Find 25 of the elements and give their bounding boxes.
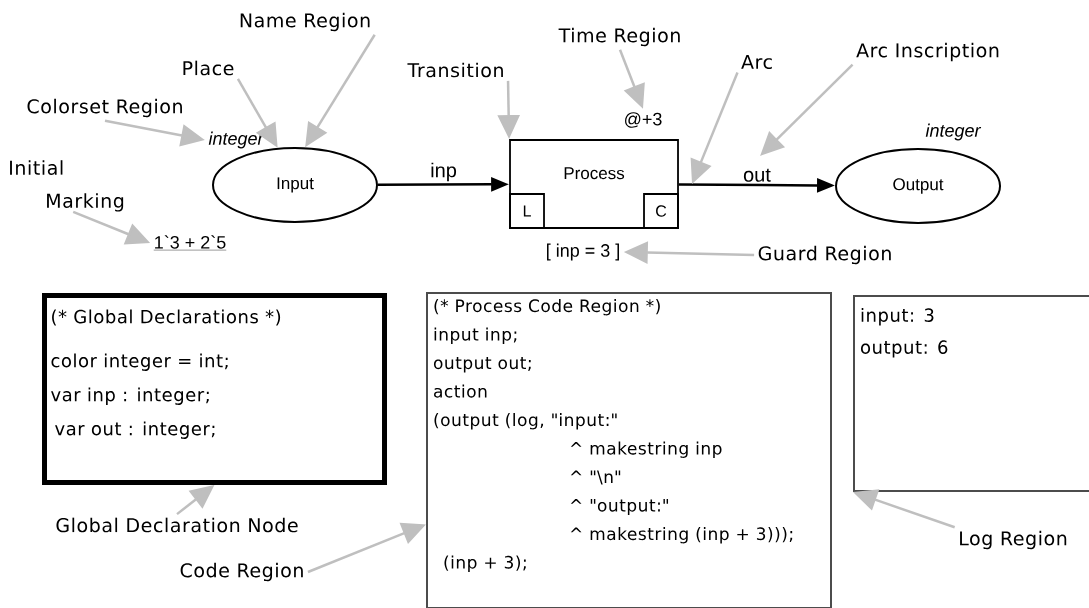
annotation-label: Initial Marking [10,160,124,212]
annotation-label: Arc Inscription [856,42,999,62]
annotation-label: Log Region [960,530,1067,550]
colorset-label: integer [208,131,265,149]
colorset-label: integer [925,123,982,141]
corner-box: C [643,193,679,229]
edge-label: out [742,167,772,183]
log-box: input: 3 output: 6 [853,295,1089,492]
annotation-label: Place [183,60,234,76]
annotation-label: Arc [741,54,772,70]
edge-label: inp [429,161,458,183]
corner-box: L [509,193,545,229]
annotation-label: Guard Region [758,245,891,265]
annotation-label: Transition [407,62,503,78]
annotation-label: Time Region [558,27,680,47]
annotation-label: Colorset Region [27,98,182,118]
declaration-box: (* Global Declarations *) color integer = int; var inp : integer; var out : integer; [42,293,387,485]
annotation-label: Name Region [240,12,370,32]
inscription-label: @+3 [625,112,662,128]
code-box: (* Process Code Region *) input inp; output out; action (output (log, "input:" ^ makestring inp ^ "\n" ^ "output:" ^ makestring (inp + 3))); (inp + 3); [426,292,832,608]
marking-label: 1`3 + 2`5 [153,235,227,251]
inscription-label: [ inp = 3 ] [547,243,619,261]
annotation-label: Global Declaration Node [56,517,298,533]
annotation-label: Code Region [180,562,303,582]
leader-line [760,63,854,156]
